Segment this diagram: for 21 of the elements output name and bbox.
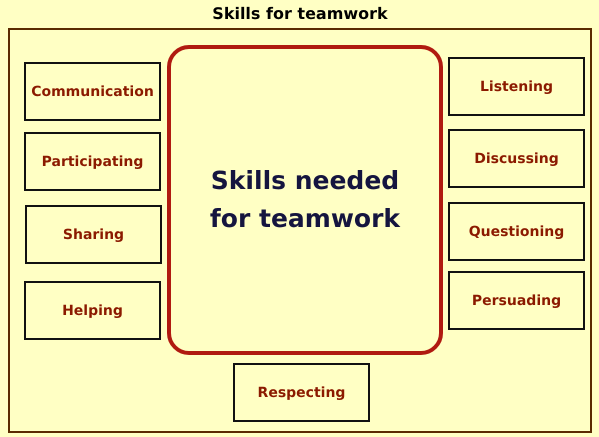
frame-heading: Skills for teamwork — [211, 4, 389, 23]
skill-box — [24, 62, 161, 121]
skill-label: Discussing — [474, 150, 559, 166]
skill-label: Persuading — [472, 292, 562, 308]
skill-box — [24, 281, 161, 340]
skill-box — [448, 129, 585, 188]
skill-box — [24, 132, 161, 191]
center-box — [167, 45, 443, 355]
skill-label: Participating — [42, 154, 144, 170]
skill-box — [233, 363, 370, 422]
skill-label: Communication — [31, 84, 154, 100]
skill-label: Helping — [62, 302, 123, 318]
skill-box — [448, 202, 585, 261]
skill-label: Sharing — [62, 226, 124, 242]
skill-label: Listening — [480, 78, 553, 94]
skill-label: Respecting — [258, 384, 346, 400]
skill-label: Questioning — [468, 224, 564, 240]
skill-box — [448, 271, 585, 330]
skill-box — [25, 205, 162, 264]
center-heading: Skills needed for teamwork — [208, 165, 402, 235]
skill-box — [448, 57, 585, 116]
